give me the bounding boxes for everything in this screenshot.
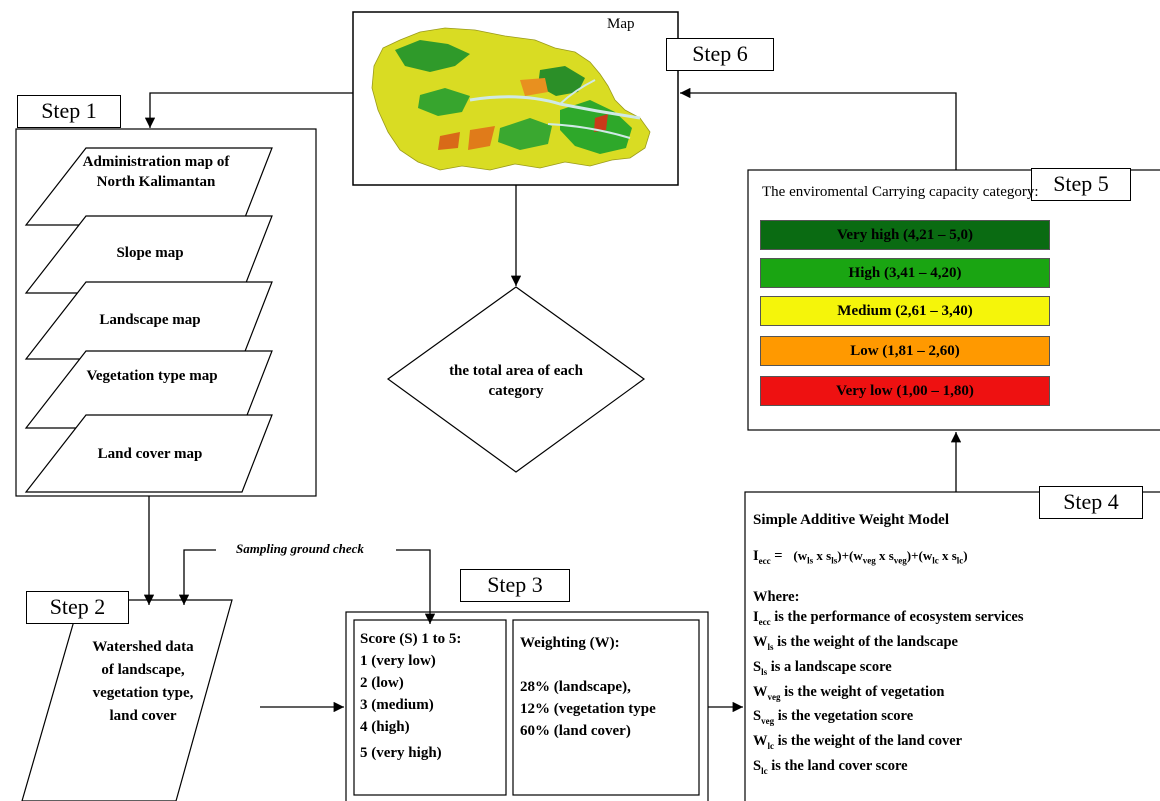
layer-slope-label: Slope map [116,245,184,261]
category-bar: High (3,41 – 4,20) [760,258,1050,288]
step2-label: Step 2 [26,591,129,624]
model-formula: Iecc = (wls x sls)+(wveg x sveg)+(wlc x … [753,548,968,566]
definition-item: Iecc is the performance of ecosystem ser… [753,608,1024,627]
category-bar: Low (1,81 – 2,60) [760,336,1050,366]
score-item: 4 (high) [360,719,410,735]
definition-item: Sls is a landscape score [753,658,892,677]
step3-label: Step 3 [460,569,570,602]
map-illustration [371,27,651,171]
layer-landcover-label: Land cover map [97,446,203,462]
watershed-label: Watershed data of landscape, vegetation … [92,639,194,724]
layer-vegetation-label: Vegetation type map [86,368,218,384]
score-title: Score (S) 1 to 5: [360,631,462,647]
weighting-box [512,619,700,796]
step3-frame [345,611,709,801]
model-where: Where: [753,588,800,605]
step4-label: Step 4 [1039,486,1143,519]
weighting-item: 12% (vegetation type [520,701,656,717]
arrow-sampling-to-step3 [396,549,436,624]
score-list: Score (S) 1 to 5: 1 (very low) 2 (low) 3… [360,628,461,764]
definition-item: Sveg is the vegetation score [753,708,914,727]
category-title: The enviromental Carrying capacity categ… [762,184,1039,200]
category-bar: Very high (4,21 – 5,0) [760,220,1050,250]
weighting-item: 28% (landscape), [520,679,631,695]
category-bar: Medium (2,61 – 3,40) [760,296,1050,326]
layer-landscape-label: Landscape map [99,312,201,328]
layer-admin-label: Administration map of North Kalimantan [82,154,230,190]
arrow-map-to-step1 [144,92,353,128]
step5-label: Step 5 [1031,168,1131,201]
definition-item: Wlc is the weight of the land cover [753,733,963,752]
score-item: 3 (medium) [360,697,434,713]
formula-rhs: (wls x sls)+(wveg x sveg)+(wlc x slc) [793,548,968,566]
model-text: Simple Additive Weight Model Iecc = (wls… [753,510,1024,781]
score-item: 2 (low) [360,675,404,691]
score-item: 1 (very low) [360,653,436,669]
definition-list: Iecc is the performance of ecosystem ser… [753,607,1024,781]
map-label: Map [607,16,635,32]
definition-item: Slc is the land cover score [753,758,908,777]
category-frame [747,169,1160,431]
sampling-label: Sampling ground check [236,541,364,556]
definition-item: Wls is the weight of the landscape [753,633,958,652]
weighting-list: Weighting (W): 28% (landscape), 12% (veg… [520,632,656,742]
total-area-diamond [386,286,646,473]
score-item: 5 (very high) [360,745,442,761]
step1-label: Step 1 [17,95,121,128]
step6-label: Step 6 [666,38,774,71]
arrow-sampling-to-step2 [178,549,216,605]
weighting-item: 60% (land cover) [520,723,631,739]
definition-item: Wveg is the weight of vegetation [753,683,945,702]
category-bar: Very low (1,00 – 1,80) [760,376,1050,406]
model-title: Simple Additive Weight Model [753,512,949,528]
total-area-label: the total area of each category [449,363,583,399]
arrow-step5-to-map [680,87,957,170]
layer-landcover-shape [24,414,273,493]
step1-frame [15,128,317,497]
model-frame [744,491,1160,801]
weighting-title: Weighting (W): [520,635,620,651]
